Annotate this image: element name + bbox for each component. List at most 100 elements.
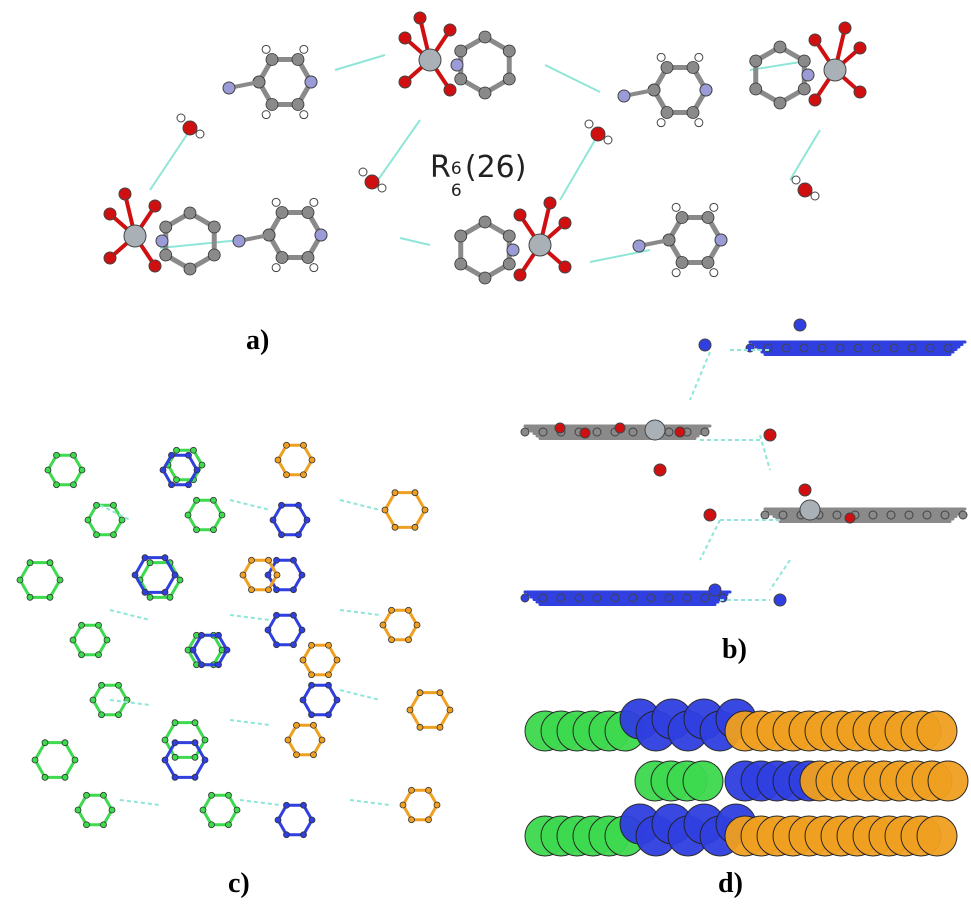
panel-d-spacefill-view [524, 698, 969, 857]
ring-bonds [76, 793, 114, 827]
atom [781, 343, 791, 353]
atom [291, 53, 305, 66]
atom [275, 251, 289, 264]
atom [201, 736, 209, 744]
atom [300, 471, 307, 479]
atom [185, 451, 192, 459]
spacefill-row [724, 815, 958, 857]
atom [763, 428, 777, 442]
atom [103, 251, 117, 265]
atom [299, 656, 307, 664]
hydrogen-bond [229, 719, 271, 726]
hex-ring [264, 611, 306, 649]
atom [443, 23, 457, 37]
atom [907, 343, 917, 353]
hex-ring [454, 30, 516, 100]
atom [103, 207, 117, 221]
atom [844, 512, 856, 524]
atom [411, 489, 419, 497]
atom [308, 681, 315, 689]
atom [190, 446, 197, 454]
atom [303, 516, 311, 524]
atom [574, 593, 584, 603]
atom [110, 531, 117, 539]
atom [283, 831, 290, 839]
atom [454, 44, 468, 58]
atom [53, 481, 60, 489]
panel-label-b: b) [722, 634, 747, 665]
ring-motif-sub: 6 [450, 181, 462, 201]
hex-ring [89, 681, 131, 719]
atom [273, 611, 280, 619]
atom [100, 791, 107, 799]
hex-ring [159, 206, 221, 276]
atom [78, 466, 86, 474]
atom [310, 751, 317, 759]
atom [210, 496, 217, 504]
atom [425, 816, 432, 824]
atom [708, 583, 722, 597]
atom [93, 531, 100, 539]
ring-bonds [266, 209, 324, 261]
atom [173, 446, 180, 454]
atom [248, 586, 255, 594]
atom [308, 711, 315, 719]
atom [940, 510, 950, 520]
molecular-layer [760, 507, 968, 523]
hydrogen-bond [399, 237, 431, 246]
atom [653, 463, 667, 477]
atom [528, 233, 552, 257]
ring-bonds [401, 788, 439, 822]
atom [182, 120, 198, 136]
atom [520, 593, 530, 603]
atom [502, 257, 516, 271]
atom [558, 260, 572, 274]
atom [171, 773, 179, 781]
atom [388, 606, 395, 614]
atom [207, 248, 221, 262]
atom [110, 501, 117, 509]
atom [98, 681, 105, 689]
atom [161, 756, 169, 764]
hydrogen-bond [339, 499, 381, 511]
atom [198, 461, 206, 469]
atom [166, 593, 174, 601]
atom [264, 571, 272, 579]
atom [418, 48, 442, 72]
atom [95, 651, 102, 659]
atom [701, 256, 715, 269]
atom [808, 93, 822, 107]
ring-bonds [666, 214, 724, 266]
hex-ring [161, 739, 209, 781]
atom [168, 481, 175, 489]
hydrogen-bond [377, 119, 421, 181]
atom [904, 510, 914, 520]
atom [171, 753, 179, 761]
atom [71, 756, 79, 764]
metal-complex [398, 11, 516, 100]
atom [506, 243, 520, 257]
atom [686, 106, 700, 119]
atom [502, 229, 516, 243]
atom [115, 681, 122, 689]
atom [278, 531, 285, 539]
atom [141, 554, 149, 562]
atom [83, 821, 90, 829]
hex-ring [199, 791, 241, 829]
hex-ring [184, 496, 226, 534]
atom [118, 187, 132, 201]
atom [408, 786, 415, 794]
atom [701, 211, 715, 224]
atom [41, 739, 49, 747]
hydrogen-bond [749, 61, 801, 71]
ring-bonds [163, 210, 217, 272]
atom [78, 651, 85, 659]
atom [310, 721, 317, 729]
atom [215, 661, 222, 669]
atom [778, 510, 788, 520]
atom [853, 41, 867, 55]
hydrogen-bond [339, 689, 381, 701]
atom [309, 263, 319, 273]
atom [520, 427, 530, 437]
